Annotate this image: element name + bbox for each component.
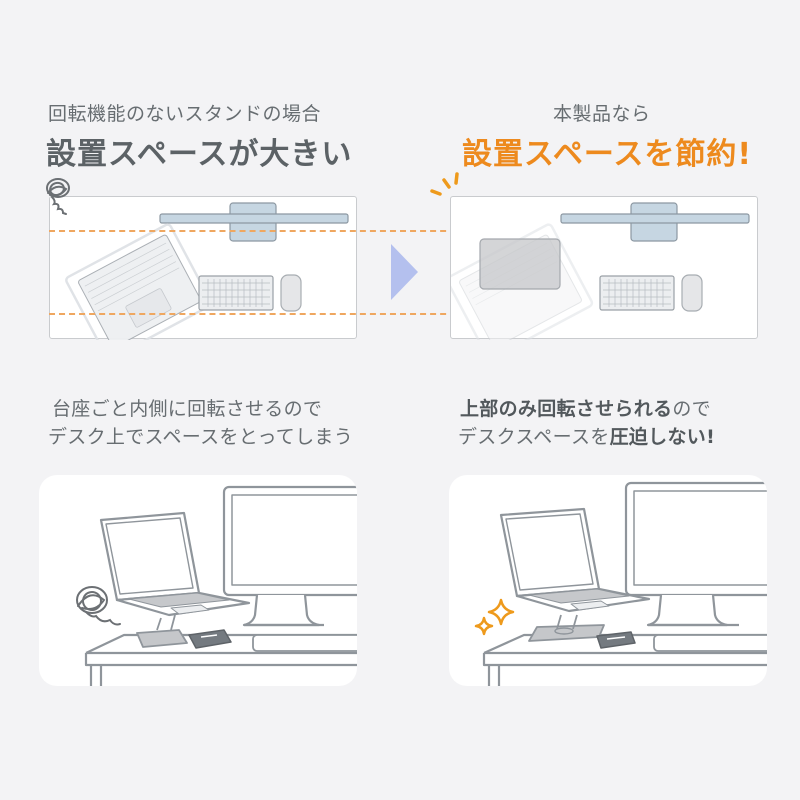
left-subtitle: 回転機能のないスタンドの場合 bbox=[48, 103, 322, 125]
right-caption-line2-normal: デスクスペースを bbox=[458, 426, 610, 448]
desk-layout-illustration bbox=[65, 202, 349, 340]
sparkle-stars-icon bbox=[473, 598, 519, 642]
desk-scene-with-product bbox=[449, 475, 767, 686]
dashed-guide-top bbox=[49, 230, 757, 232]
left-headline: 設置スペースが大きい bbox=[46, 137, 353, 172]
right-caption: 上部のみ回転させられるので デスクスペースを圧迫しない! bbox=[458, 395, 715, 451]
desk-scene-illustration bbox=[84, 485, 357, 686]
sparkle-lines-icon bbox=[430, 172, 464, 202]
dashed-guide-bottom bbox=[49, 313, 757, 315]
left-caption: 台座ごと内側に回転させるので デスク上でスペースをとってしまう bbox=[48, 395, 353, 451]
desk-top-view-with-product bbox=[450, 196, 758, 340]
right-caption-line2: デスクスペースを圧迫しない! bbox=[458, 423, 715, 451]
desk-scene-illustration-compact bbox=[482, 481, 767, 686]
tangled-scribble-icon bbox=[42, 175, 78, 221]
right-subtitle: 本製品なら bbox=[553, 103, 651, 125]
right-caption-line1: 上部のみ回転させられるので bbox=[458, 395, 715, 423]
right-caption-line1-bold: 上部のみ回転させられる bbox=[460, 398, 673, 420]
right-headline: 設置スペースを節約! bbox=[462, 137, 753, 172]
right-triangle-arrow-icon bbox=[391, 244, 419, 302]
left-caption-line2: デスク上でスペースをとってしまう bbox=[48, 426, 354, 448]
left-caption-line1: 台座ごと内側に回転させるので bbox=[52, 398, 323, 420]
desk-scene-without-rotation bbox=[39, 475, 357, 686]
desk-top-view-without-rotation bbox=[49, 196, 357, 340]
right-caption-line1-rest: ので bbox=[672, 398, 711, 420]
right-caption-line2-bold: 圧迫しない! bbox=[609, 426, 716, 448]
desk-layout-illustration-compact bbox=[451, 202, 750, 340]
tangled-scribble-icon bbox=[72, 582, 124, 634]
